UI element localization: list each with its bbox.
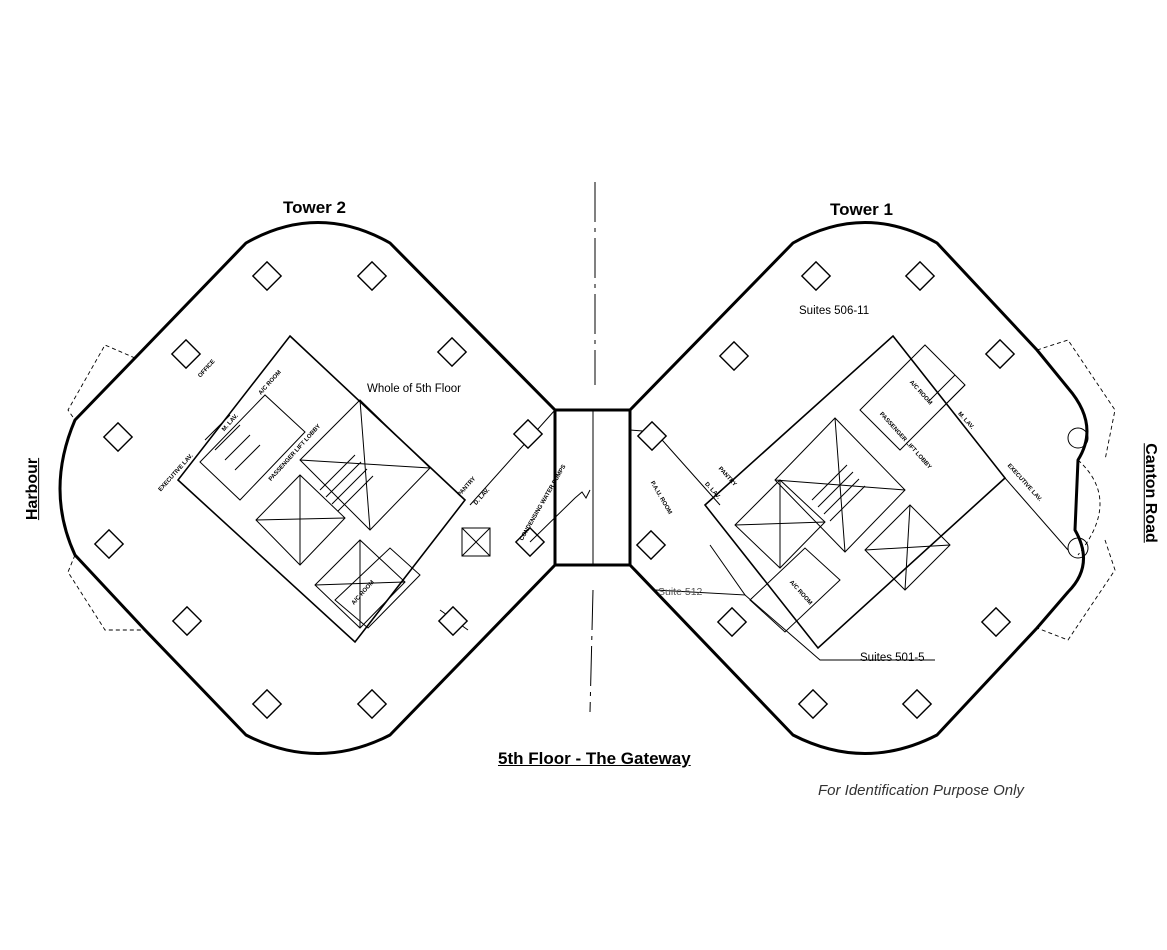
centre-axis <box>589 182 596 713</box>
tower-2-title: Tower 2 <box>283 198 346 217</box>
tower-1-core <box>703 334 1007 650</box>
tower-1-title: Tower 1 <box>830 200 893 219</box>
tower-2-outer-wall <box>58 221 557 755</box>
tower-2-suite-whole-floor[interactable]: Whole of 5th Floor <box>367 383 461 395</box>
floor-plan-title: 5th Floor - The Gateway <box>498 749 691 768</box>
bridge-connector <box>529 408 721 567</box>
tower-1-suite-512[interactable]: Suite 512 <box>658 586 703 598</box>
tower-1-outer-wall <box>628 221 1089 755</box>
tower-1-columns <box>635 260 1016 720</box>
tower-1-suite-501-5[interactable]: Suites 501-5 <box>860 652 925 664</box>
tower-2-columns <box>93 260 546 720</box>
tower-2-floor-plan <box>58 221 557 755</box>
tower-1-floor-plan <box>628 221 1116 755</box>
orientation-canton-road-label: Canton Road <box>1141 443 1159 543</box>
tower-1-suite-506-11[interactable]: Suites 506-11 <box>799 305 870 317</box>
orientation-harbour-label: Harbour <box>24 457 42 521</box>
disclaimer-note: For Identification Purpose Only <box>818 782 1024 799</box>
